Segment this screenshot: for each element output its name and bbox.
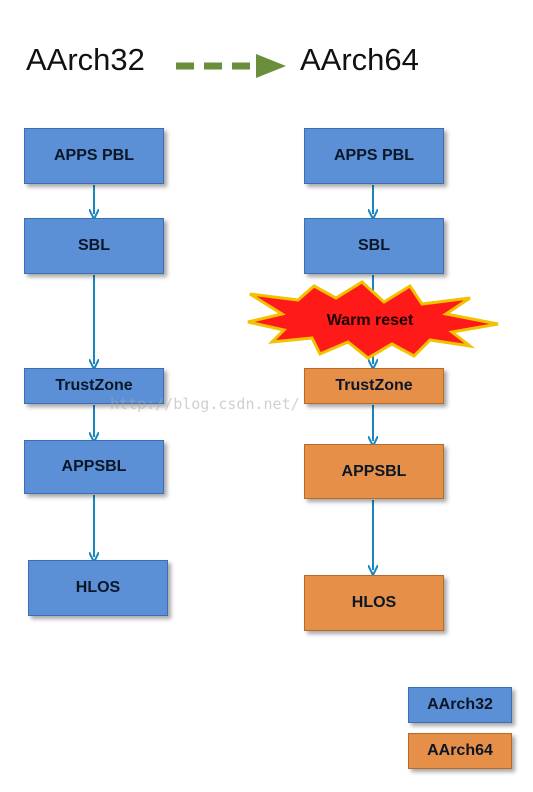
right-box-trustzone: TrustZone (304, 368, 444, 404)
right-box-apps-pbl: APPS PBL (304, 128, 444, 184)
right-box-hlos: HLOS (304, 575, 444, 631)
warm-reset-label: Warm reset (326, 312, 414, 329)
right-box-sbl: SBL (304, 218, 444, 274)
transition-arrow (176, 54, 286, 78)
right-box-appsbl: APPSBL (304, 444, 444, 499)
legend-aarch64: AArch64 (408, 733, 512, 769)
left-box-trustzone: TrustZone (24, 368, 164, 404)
right-title: AArch64 (300, 42, 419, 77)
watermark: http://blog.csdn.net/ (110, 395, 300, 413)
left-box-appsbl: APPSBL (24, 440, 164, 494)
warm-reset-burst (247, 280, 499, 360)
left-box-hlos: HLOS (28, 560, 168, 616)
legend-aarch32: AArch32 (408, 687, 512, 723)
left-box-sbl: SBL (24, 218, 164, 274)
left-title: AArch32 (26, 42, 145, 77)
left-box-apps-pbl: APPS PBL (24, 128, 164, 184)
